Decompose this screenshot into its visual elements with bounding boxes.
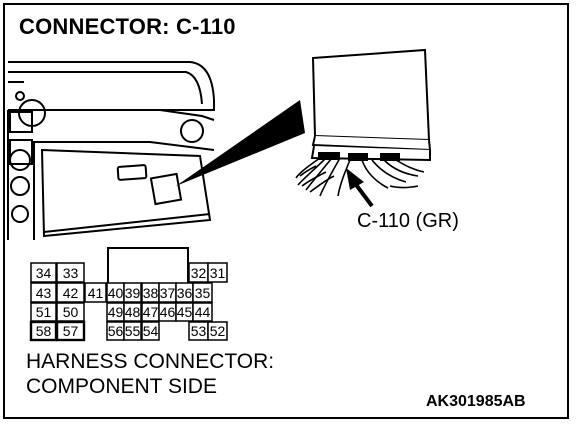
pin-label: 46	[160, 304, 176, 320]
pin-label: 53	[191, 323, 207, 339]
connector-callout-label: C-110 (GR)	[357, 210, 459, 232]
pin-label: 57	[63, 323, 79, 339]
pin-label: 44	[195, 304, 211, 320]
pin-42: 42	[56, 282, 85, 303]
pointer-arrow	[346, 168, 374, 208]
pin-label: 42	[63, 285, 79, 301]
pin-label: 33	[63, 265, 79, 281]
connector-housing-outline	[107, 247, 189, 285]
pin-label: 45	[177, 304, 193, 320]
pin-56: 56	[106, 321, 125, 341]
pin-label: 49	[108, 304, 124, 320]
pin-35: 35	[192, 282, 213, 303]
pin-label: 51	[36, 304, 52, 320]
pin-label: 58	[36, 323, 52, 339]
pin-55: 55	[123, 321, 142, 341]
connector-plugs	[318, 152, 400, 161]
pin-34: 34	[30, 262, 57, 283]
pin-48: 48	[123, 302, 142, 322]
pin-label: 48	[125, 304, 141, 320]
pin-33: 33	[56, 262, 85, 283]
dashboard-drawing	[7, 61, 215, 240]
pin-label: 56	[108, 323, 124, 339]
pin-58: 58	[29, 320, 58, 342]
pin-31: 31	[207, 262, 228, 283]
pin-label: 47	[143, 304, 159, 320]
pin-label: 37	[160, 285, 176, 301]
pin-label: 40	[108, 285, 124, 301]
pin-53: 53	[188, 321, 209, 341]
pin-54: 54	[141, 321, 160, 341]
pin-52: 52	[207, 321, 228, 341]
pin-37: 37	[158, 282, 177, 303]
caption-line-1: HARNESS CONNECTOR:	[26, 350, 275, 373]
connector-title: CONNECTOR: C-110	[19, 14, 236, 39]
pin-47: 47	[141, 302, 160, 322]
pin-49: 49	[106, 302, 125, 322]
harness-wires	[295, 157, 425, 197]
pin-51: 51	[30, 302, 57, 322]
pin-46: 46	[158, 302, 177, 322]
pin-38: 38	[141, 282, 160, 303]
pin-57: 57	[55, 320, 86, 342]
pin-label: 55	[125, 323, 141, 339]
pin-32: 32	[188, 262, 209, 283]
ecu-module	[310, 48, 432, 162]
pin-label: 39	[125, 285, 141, 301]
pin-39: 39	[123, 282, 142, 303]
pin-label: 31	[210, 265, 226, 281]
pin-label: 54	[143, 323, 159, 339]
pin-label: 50	[63, 304, 79, 320]
pin-45: 45	[175, 302, 194, 322]
pin-label: 36	[177, 285, 193, 301]
pin-label: 41	[88, 285, 104, 301]
pin-label: 43	[36, 285, 52, 301]
pin-label: 34	[36, 265, 52, 281]
pin-36: 36	[175, 282, 194, 303]
pin-40: 40	[106, 282, 125, 303]
pin-label: 32	[191, 265, 207, 281]
leader-wedge	[176, 100, 305, 186]
caption-line-2: COMPONENT SIDE	[26, 375, 217, 398]
pin-label: 52	[210, 323, 226, 339]
pin-41: 41	[84, 282, 107, 303]
figure-code: AK301985AB	[426, 393, 526, 410]
pin-label: 35	[195, 285, 211, 301]
pin-label: 38	[143, 285, 159, 301]
pin-43: 43	[30, 282, 57, 303]
pin-44: 44	[192, 302, 213, 322]
pin-50: 50	[56, 302, 85, 322]
